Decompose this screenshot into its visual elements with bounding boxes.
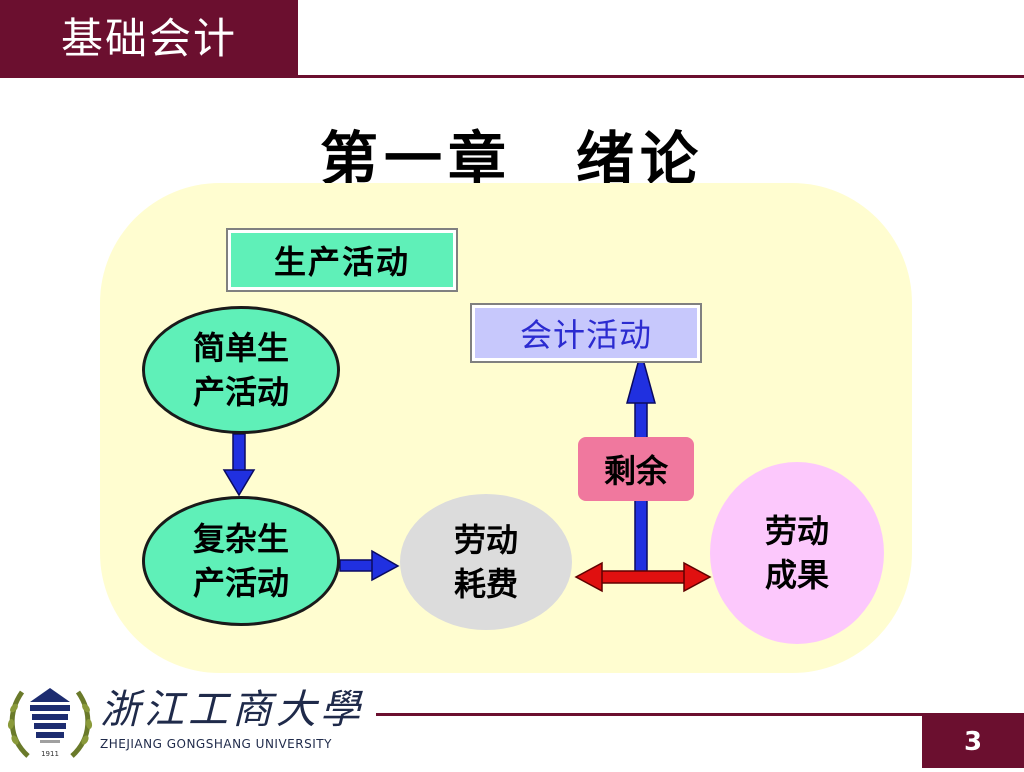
simple-production-line1: 简单生 — [192, 329, 289, 367]
complex-production-node: 复杂生 产活动 — [142, 496, 340, 626]
accounting-activity-box: 会计活动 — [470, 303, 702, 363]
page-number: 3 — [963, 727, 983, 757]
labor-consumption-line1: 劳动 — [453, 521, 518, 559]
university-name-cn: 浙江工商大學 — [100, 687, 364, 733]
labor-result-line1: 劳动 — [764, 512, 829, 550]
surplus-box: 剩余 — [578, 437, 694, 501]
arrow-simple-to-complex — [222, 433, 256, 497]
labor-result-line2: 成果 — [764, 556, 829, 594]
complex-production-line2: 产活动 — [192, 564, 289, 602]
labor-consumption-line2: 耗费 — [453, 565, 518, 603]
logo-year: 1911 — [41, 750, 59, 758]
labor-result-node: 劳动 成果 — [710, 462, 884, 644]
simple-production-line2: 产活动 — [192, 373, 289, 411]
course-title: 基础会计 — [60, 14, 237, 63]
complex-production-line1: 复杂生 — [192, 520, 289, 558]
header-divider — [298, 75, 1024, 78]
production-activity-box: 生产活动 — [226, 228, 458, 292]
university-emblem-icon: 1911 — [7, 688, 93, 758]
university-logo: 1911 — [0, 672, 376, 768]
page-number-box — [922, 716, 1024, 768]
arrow-labor-result-compare — [574, 561, 712, 593]
university-name-en: ZHEJIANG GONGSHANG UNIVERSITY — [100, 737, 332, 751]
simple-production-node: 简单生 产活动 — [142, 306, 340, 434]
slide-title: 第一章 绪论 — [319, 125, 704, 193]
header-bar — [0, 0, 298, 78]
footer-divider — [376, 713, 1024, 716]
labor-consumption-node: 劳动 耗费 — [400, 494, 572, 630]
arrow-complex-to-labor — [339, 549, 400, 582]
